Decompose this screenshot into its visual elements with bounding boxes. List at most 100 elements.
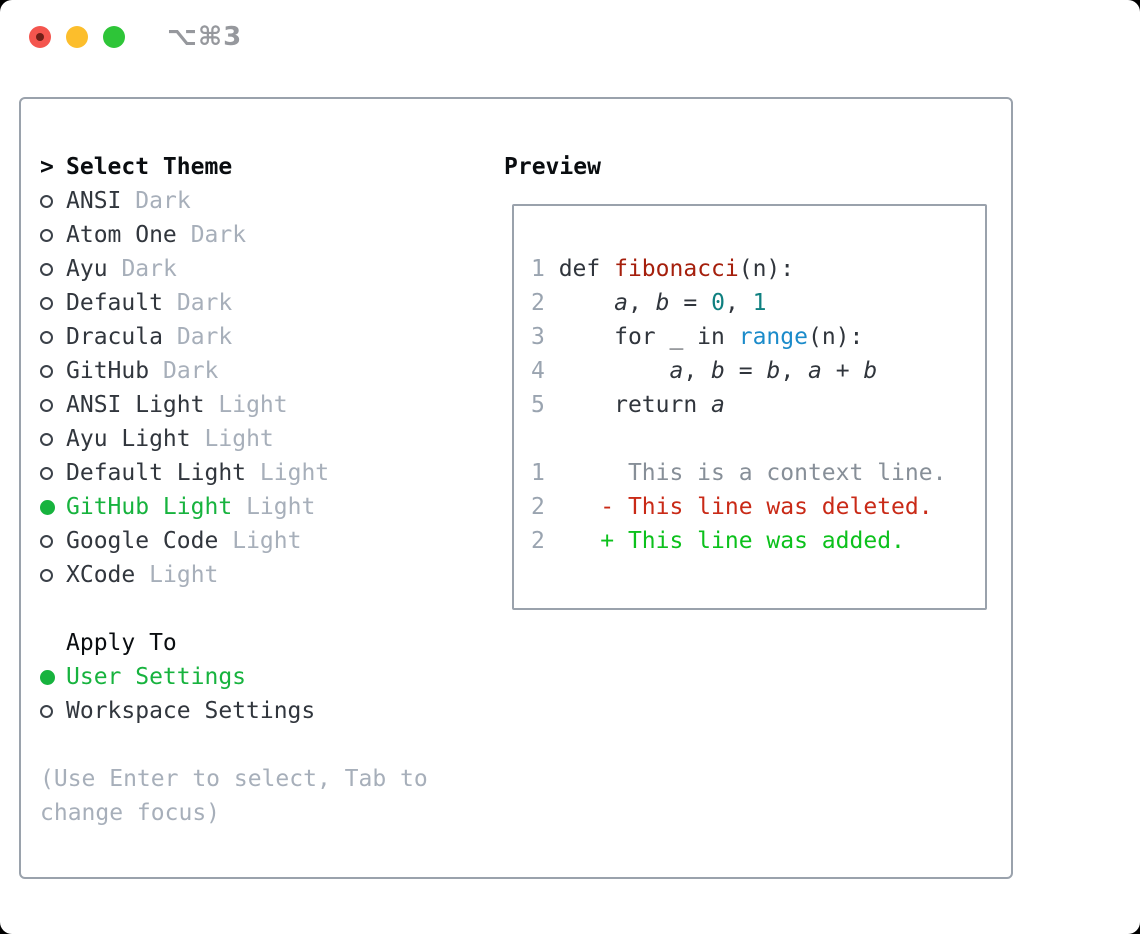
code-segment: = — [724, 358, 767, 384]
code-segment: This is a context line. — [544, 460, 947, 486]
code-segment: a — [669, 358, 684, 384]
radio-icon — [40, 704, 66, 718]
theme-name: ANSI Light — [66, 392, 205, 418]
theme-name: ANSI — [66, 188, 122, 214]
minimize-button[interactable] — [66, 26, 88, 48]
titlebar: ⌥⌘3 — [0, 0, 1140, 74]
line-number: 4 — [531, 358, 545, 384]
theme-variant: Dark — [176, 324, 233, 350]
hint-text: (Use Enter to select, Tab to change focu… — [40, 766, 428, 826]
code-segment: b — [655, 290, 670, 316]
record-dot-icon — [36, 33, 44, 41]
theme-option-default-light[interactable]: Default Light Light — [40, 456, 504, 490]
radio-selected-icon — [40, 499, 66, 515]
theme-name: Ayu — [66, 256, 108, 282]
code-segment: - This line was deleted. — [600, 494, 933, 520]
radio-icon — [40, 568, 66, 582]
apply-to-title: Apply To — [66, 630, 177, 656]
code-line-8: 2 - This line was deleted. — [531, 490, 985, 524]
radio-icon — [40, 228, 66, 242]
line-number: 2 — [531, 528, 545, 554]
theme-option-xcode[interactable]: XCode Light — [40, 558, 504, 592]
code-line-blank — [531, 422, 985, 456]
code-segment — [545, 528, 600, 554]
theme-name: Dracula — [66, 324, 163, 350]
code-line-3: 3 for _ in range(n): — [531, 320, 985, 354]
code-line-2: 2 a, b = 0, 1 — [531, 286, 985, 320]
code-segment: b — [863, 358, 878, 384]
theme-variant: Light — [246, 494, 316, 520]
apply-option-workspace-settings[interactable]: Workspace Settings — [40, 694, 504, 728]
code-segment — [545, 494, 600, 520]
code-segment: + — [821, 358, 864, 384]
theme-name: Default Light — [66, 460, 247, 486]
radio-icon — [40, 296, 66, 310]
apply-option-label: User Settings — [66, 664, 247, 690]
theme-variant: Dark — [121, 256, 177, 282]
select-theme-title: Select Theme — [66, 154, 233, 180]
window-shortcut-label: ⌥⌘3 — [167, 22, 243, 52]
theme-variant: Light — [149, 562, 219, 588]
code-line-1: 1 def fibonacci(n): — [531, 252, 985, 286]
code-line-4: 4 a, b = b, a + b — [531, 354, 985, 388]
preview-column: Preview 1 def fibonacci(n):2 a, b = 0, 1… — [504, 150, 987, 830]
theme-variant: Light — [259, 460, 330, 486]
theme-name: Default — [66, 290, 163, 316]
line-number: 1 — [531, 460, 545, 486]
theme-variant: Dark — [135, 188, 191, 214]
line-number: 2 — [531, 290, 545, 316]
code-segment — [545, 290, 614, 316]
theme-option-github[interactable]: GitHub Dark — [40, 354, 504, 388]
code-segment: a — [614, 290, 628, 316]
theme-variant: Dark — [190, 222, 247, 248]
radio-icon — [40, 466, 66, 480]
code-line-7: 1 This is a context line. — [531, 456, 985, 490]
apply-option-label: Workspace Settings — [66, 698, 316, 724]
apply-to-heading: Apply To — [40, 626, 504, 660]
theme-variant: Light — [204, 426, 274, 452]
code-segment: return — [544, 392, 712, 418]
code-segment: b — [766, 358, 781, 384]
code-segment: 0 — [711, 290, 725, 316]
close-button[interactable] — [29, 26, 51, 48]
preview-heading: Preview — [504, 150, 987, 184]
line-number: 1 — [531, 256, 545, 282]
code-segment: def — [544, 256, 615, 282]
maximize-button[interactable] — [103, 26, 125, 48]
theme-option-dracula[interactable]: Dracula Dark — [40, 320, 504, 354]
theme-option-ansi[interactable]: ANSI Dark — [40, 184, 504, 218]
theme-name: Google Code — [66, 528, 219, 554]
radio-selected-icon — [40, 669, 66, 685]
code-segment: + This line was added. — [600, 528, 905, 554]
theme-option-ayu[interactable]: Ayu Dark — [40, 252, 504, 286]
theme-name: XCode — [66, 562, 136, 588]
code-segment: (n): — [807, 324, 864, 350]
theme-variant: Dark — [163, 358, 219, 384]
theme-name: GitHub — [66, 358, 150, 384]
radio-icon — [40, 364, 66, 378]
code-segment: a — [711, 392, 725, 418]
line-number: 2 — [531, 494, 545, 520]
code-segment: , — [724, 290, 753, 316]
radio-icon — [40, 534, 66, 548]
radio-icon — [40, 398, 66, 412]
apply-option-user-settings[interactable]: User Settings — [40, 660, 504, 694]
preview-title: Preview — [504, 154, 601, 180]
code-segment: a — [808, 358, 822, 384]
code-segment: b — [711, 358, 725, 384]
code-line-5: 5 return a — [531, 388, 985, 422]
code-segment: , — [683, 358, 712, 384]
spacer — [40, 592, 504, 626]
radio-icon — [40, 194, 66, 208]
